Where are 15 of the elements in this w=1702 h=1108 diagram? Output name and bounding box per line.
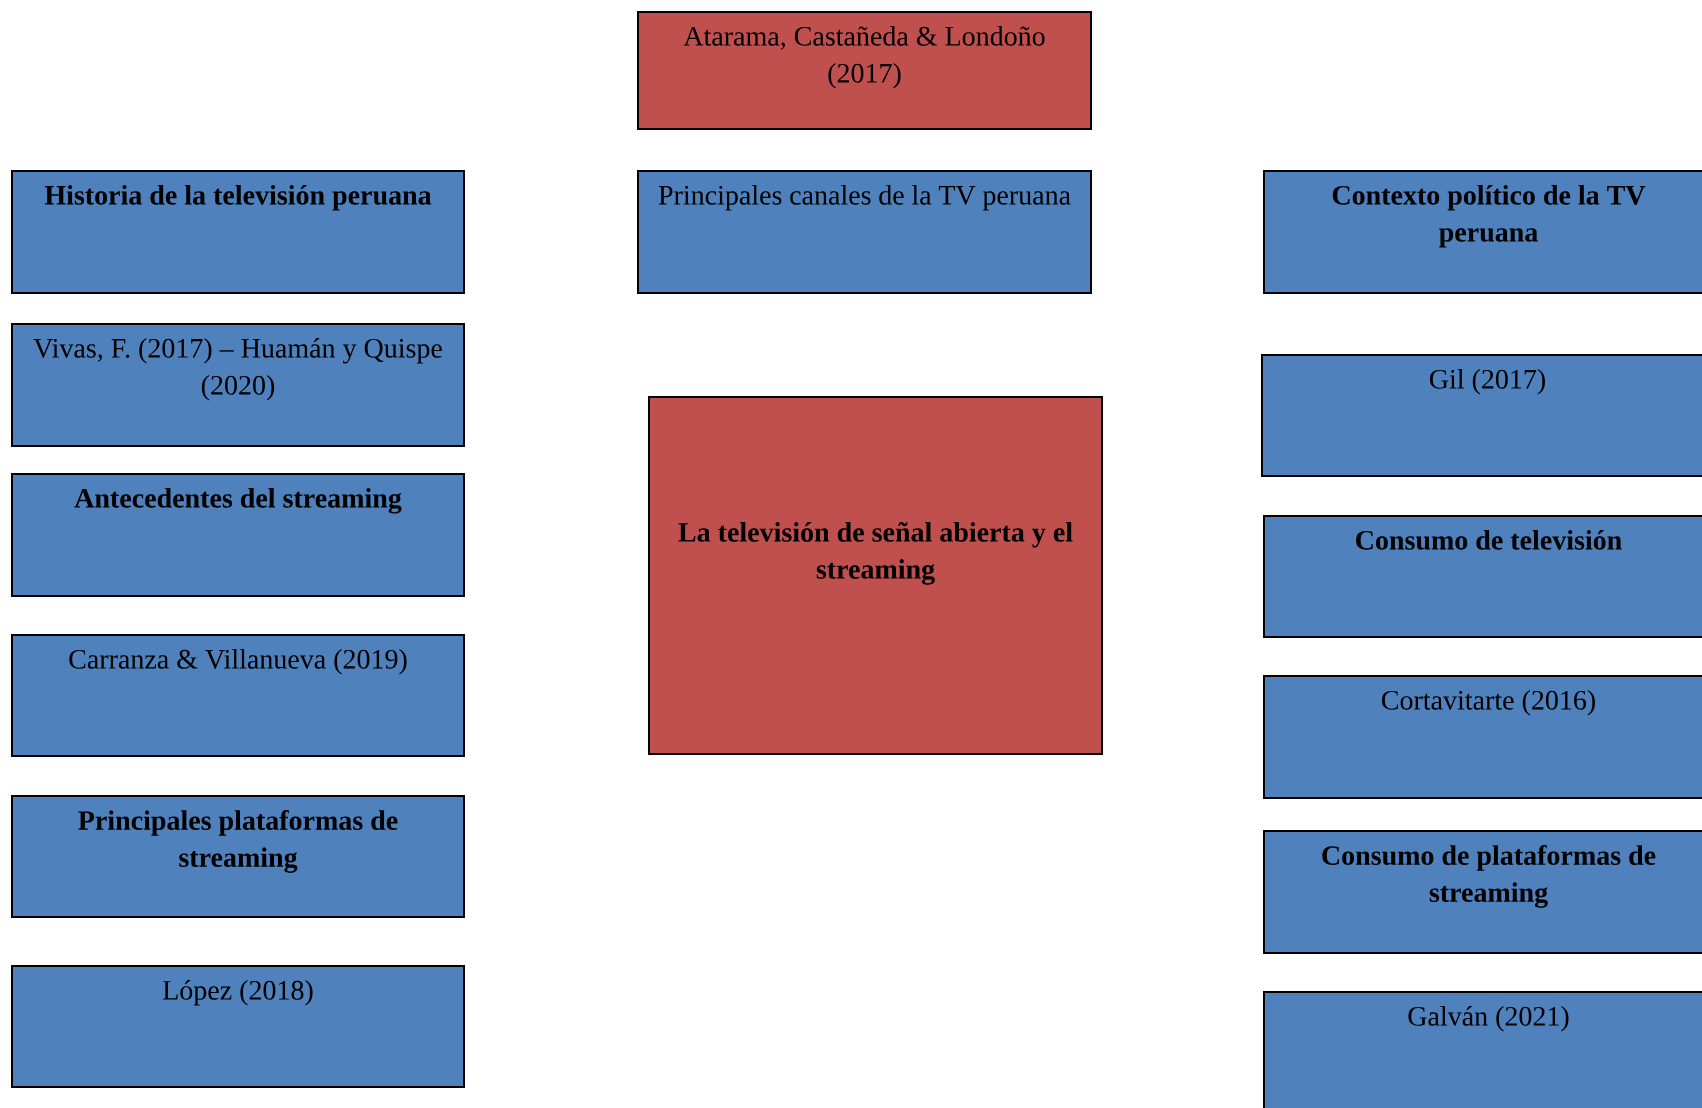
section-box: Cortavitarte (2016) (1263, 675, 1702, 799)
section-box: Galván (2021) (1263, 991, 1702, 1108)
section-box: Principales plataformas de streaming (11, 795, 465, 918)
topic-box: Atarama, Castañeda & Londoño (2017) (637, 11, 1092, 130)
section-box: Vivas, F. (2017) – Huamán y Quispe (2020) (11, 323, 465, 447)
section-box: Carranza & Villanueva (2019) (11, 634, 465, 757)
section-box: Antecedentes del streaming (11, 473, 465, 597)
topic-box: La televisión de señal abierta y el streaming (648, 396, 1103, 755)
section-box: Consumo de plataformas de streaming (1263, 830, 1702, 954)
section-box: López (2018) (11, 965, 465, 1088)
section-box: Contexto político de la TV peruana (1263, 170, 1702, 294)
section-box: Gil (2017) (1261, 354, 1702, 477)
section-box: Consumo de televisión (1263, 515, 1702, 638)
section-box: Historia de la televisión peruana (11, 170, 465, 294)
section-box: Principales canales de la TV peruana (637, 170, 1092, 294)
